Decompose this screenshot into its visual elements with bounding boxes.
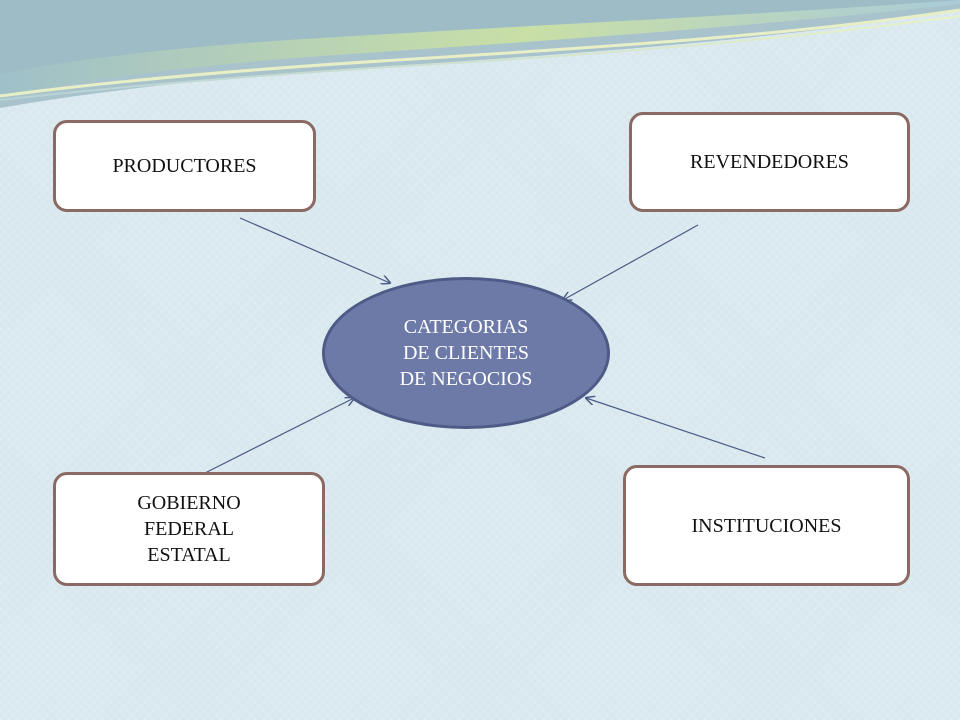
node-revendedores: REVENDEDORES — [629, 112, 910, 212]
arrow-revendedores — [563, 224, 699, 300]
node-instituciones: INSTITUCIONES — [623, 465, 910, 586]
center-node-categorias: CATEGORIAS DE CLIENTES DE NEGOCIOS — [322, 277, 610, 429]
node-gobierno: GOBIERNO FEDERAL ESTATAL — [53, 472, 325, 586]
node-productores-label: PRODUCTORES — [112, 155, 257, 177]
header-swoosh — [0, 0, 960, 108]
node-revendedores-label: REVENDEDORES — [690, 151, 849, 173]
center-line-3: DE NEGOCIOS — [399, 368, 533, 390]
node-instituciones-label: INSTITUCIONES — [691, 514, 842, 537]
arrow-instituciones — [586, 398, 766, 459]
node-gobierno-line-2: FEDERAL — [144, 518, 234, 540]
center-line-2: DE CLIENTES — [402, 342, 530, 364]
center-line-1: CATEGORIAS — [403, 316, 529, 338]
node-gobierno-line-3: ESTATAL — [147, 544, 231, 566]
arrow-gobierno — [204, 398, 354, 474]
node-gobierno-line-1: GOBIERNO — [137, 492, 241, 514]
node-productores: PRODUCTORES — [53, 120, 316, 212]
arrow-productores — [239, 217, 390, 283]
